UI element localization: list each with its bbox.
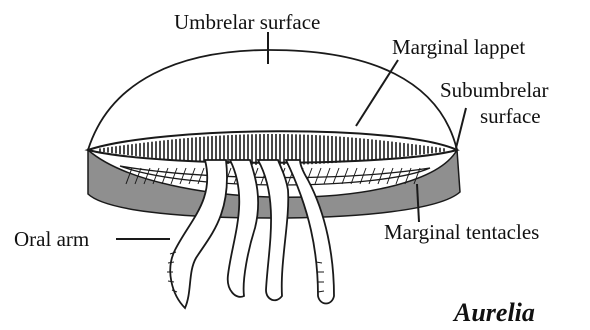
- label-marginal-tentacles: Marginal tentacles: [384, 222, 539, 243]
- label-umbrelar-surface: Umbrelar surface: [174, 12, 320, 33]
- marginal-lappet-leader: [356, 60, 398, 126]
- label-marginal-lappet: Marginal lappet: [392, 37, 525, 58]
- subumbrelar-surface-leader: [456, 108, 466, 148]
- oral-arms: [170, 160, 334, 308]
- label-subumbrelar-surface-line1: Subumbrelar: [440, 80, 548, 101]
- diagram-caption: Aurelia: [454, 300, 535, 326]
- label-subumbrelar-surface-line2: surface: [480, 106, 541, 127]
- label-oral-arm: Oral arm: [14, 229, 89, 250]
